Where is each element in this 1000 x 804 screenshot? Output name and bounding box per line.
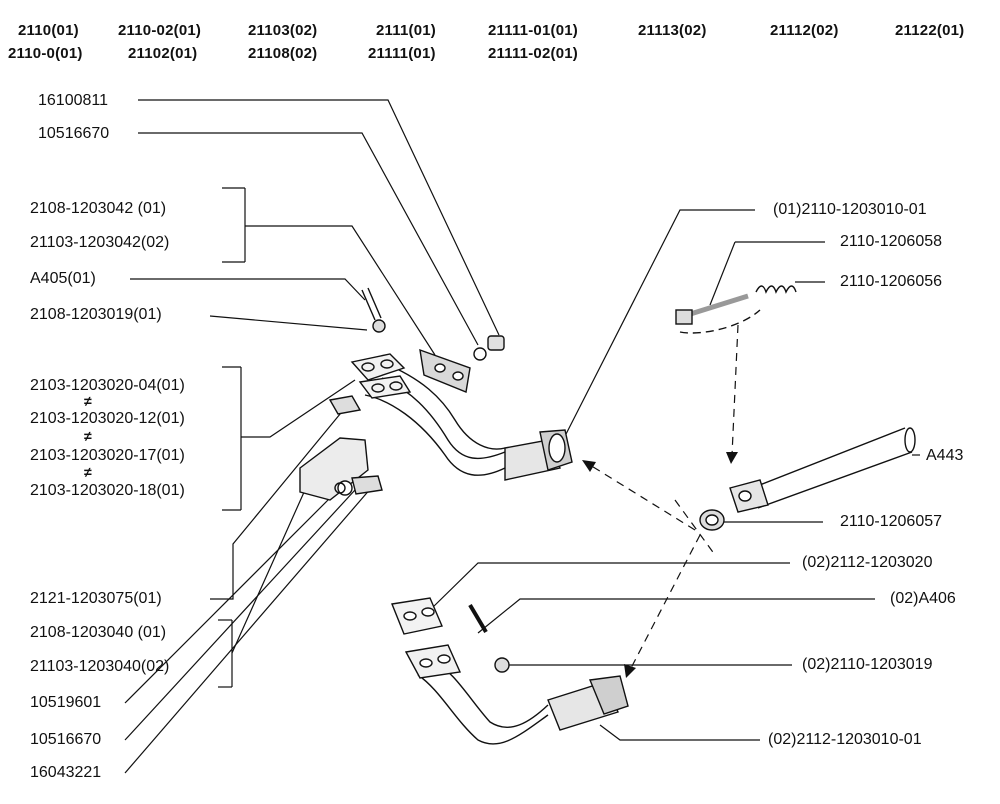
model-code: 2110-02(01) xyxy=(118,22,202,39)
arrow-heads xyxy=(582,452,738,678)
part-label: 21103-1203042(02) xyxy=(30,234,170,251)
not-equal-icon: ≠ xyxy=(84,428,92,444)
part-label: 2110-1206058 xyxy=(840,233,943,250)
part-label: 2110-1206057 xyxy=(840,513,943,530)
part-label: 2108-1203040 (01) xyxy=(30,624,167,641)
model-code: 2111(01) xyxy=(376,22,436,39)
not-equal-icon: ≠ xyxy=(84,464,92,480)
part-label: 16100811 xyxy=(38,92,108,109)
resonator-pipe xyxy=(675,285,916,531)
part-label: A443 xyxy=(926,447,964,464)
part-label: 2108-1203042 (01) xyxy=(30,200,167,217)
model-code: 21122(01) xyxy=(895,22,965,39)
downpipe-01 xyxy=(299,287,573,501)
part-label: (02)2110-1203019 xyxy=(802,656,933,673)
model-code: 21103(02) xyxy=(248,22,318,39)
model-code: 21111-02(01) xyxy=(488,45,578,62)
model-code: 2110-0(01) xyxy=(8,45,83,62)
model-code: 21112(02) xyxy=(770,22,839,39)
part-label: 2103-1203020-17(01) xyxy=(30,447,185,464)
leader-lines-left xyxy=(124,99,500,774)
part-label: 2103-1203020-04(01) xyxy=(30,377,185,394)
assembly-arrows xyxy=(589,324,739,671)
part-label: 2110-1206056 xyxy=(840,273,943,290)
part-label: 2103-1203020-18(01) xyxy=(30,482,185,499)
part-label: 2103-1203020-12(01) xyxy=(30,410,185,427)
part-label: 10516670 xyxy=(30,731,102,748)
part-label: 21103-1203040(02) xyxy=(30,658,170,675)
part-label: 10519601 xyxy=(30,694,102,711)
not-equal-icon: ≠ xyxy=(84,393,92,409)
model-code: 21111(01) xyxy=(368,45,436,62)
part-label: (02)A406 xyxy=(890,590,956,607)
part-label: 16043221 xyxy=(30,764,102,781)
part-label: 2121-1203075(01) xyxy=(30,590,162,607)
downpipe-02 xyxy=(391,597,629,745)
part-label: A405(01) xyxy=(30,270,96,287)
model-code: 21113(02) xyxy=(638,22,707,39)
part-label: 10516670 xyxy=(38,125,110,142)
model-code: 21108(02) xyxy=(248,45,318,62)
model-code: 21111-01(01) xyxy=(488,22,578,39)
part-label: (02)2112-1203010-01 xyxy=(768,731,922,748)
model-code: 21102(01) xyxy=(128,45,198,62)
part-label: 2108-1203019(01) xyxy=(30,306,162,323)
part-label: (01)2110-1203010-01 xyxy=(773,201,927,218)
part-label: (02)2112-1203020 xyxy=(802,554,933,571)
model-code: 2110(01) xyxy=(18,22,79,39)
